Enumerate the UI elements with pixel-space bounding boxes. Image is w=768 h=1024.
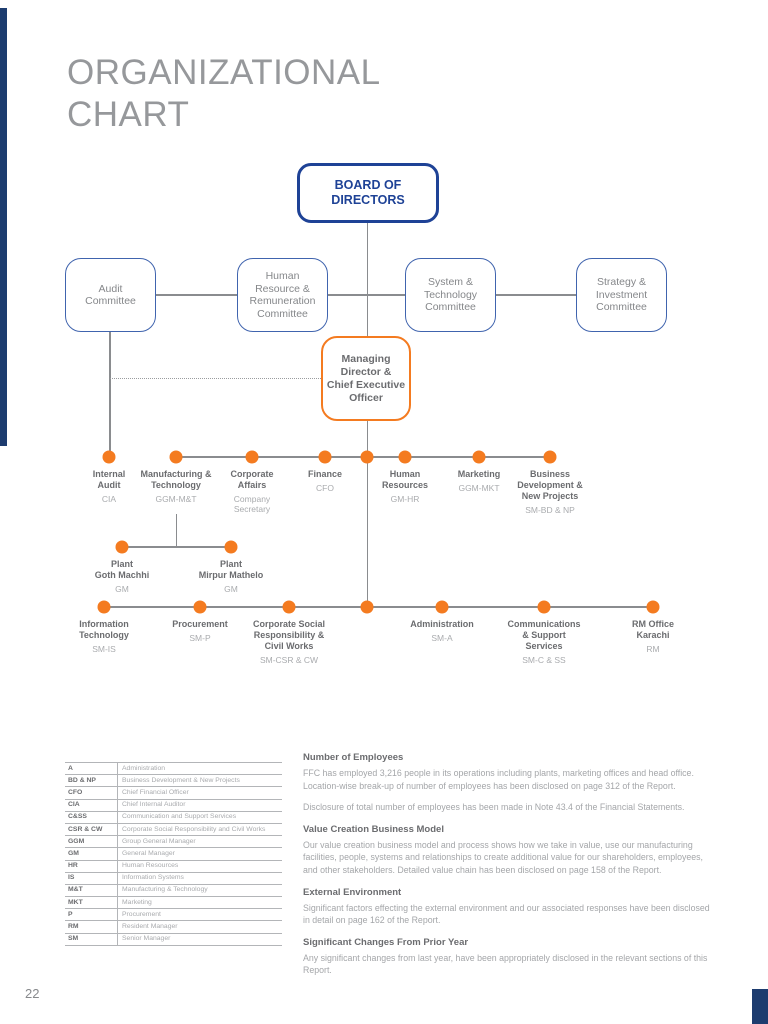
org-node-dot — [472, 450, 486, 464]
org-node-dot — [224, 540, 238, 554]
page-title: ORGANIZATIONAL CHART — [67, 53, 381, 134]
dept-finance: Finance CFO — [307, 469, 342, 493]
dept-corporate-affairs: Corporate Affairs Company Secretary — [230, 469, 274, 514]
org-node-dot — [282, 600, 296, 614]
section-paragraph: Significant factors effecting the extern… — [303, 902, 710, 926]
dept-information-technology: Information Technology SM-IS — [79, 619, 129, 654]
section-paragraph: Our value creation business model and pr… — [303, 839, 703, 875]
connector-audit-to-internal-audit — [109, 332, 111, 457]
narrative-column: Number of Employees FFC has employed 3,2… — [303, 752, 717, 986]
dept-csr-civil-works: Corporate Social Responsibility & Civil … — [252, 619, 326, 665]
dept-administration: Administration SM-A — [410, 619, 474, 643]
dept-manufacturing-technology: Manufacturing & Technology GGM-M&T — [140, 469, 212, 504]
org-node-dot — [97, 600, 111, 614]
org-node-dot — [646, 600, 660, 614]
dept-procurement: Procurement SM-P — [172, 619, 228, 643]
dept-communications-support: Communications & Support Services SM-C &… — [507, 619, 581, 665]
org-junction-dot — [360, 600, 374, 614]
section-paragraph: Any significant changes from last year, … — [303, 952, 708, 976]
dotted-connector-md-audit — [110, 378, 321, 379]
section-paragraph: Disclosure of total number of employees … — [303, 802, 685, 813]
connector-committee-1-2 — [156, 294, 237, 296]
hr-remuneration-committee-box: Human Resource & Remuneration Committee — [237, 258, 328, 332]
audit-committee-box: Audit Committee — [65, 258, 156, 332]
section-heading: Number of Employees — [303, 752, 404, 763]
org-node-dot — [169, 450, 183, 464]
board-of-directors-box: BOARD OF DIRECTORS — [297, 163, 439, 223]
dept-internal-audit: Internal Audit CIA — [92, 469, 126, 504]
dept-marketing: Marketing GGM-MKT — [457, 469, 501, 493]
md-ceo-box: Managing Director & Chief Executive Offi… — [321, 336, 411, 421]
org-junction-dot — [360, 450, 374, 464]
section-heading: External Environment — [303, 886, 402, 898]
org-node-dot — [543, 450, 557, 464]
dept-human-resources: Human Resources GM-HR — [381, 469, 429, 504]
dept-plant-mirpur-mathelo: Plant Mirpur Mathelo GM — [198, 559, 264, 594]
connector-committee-2-3 — [328, 294, 405, 296]
plant-stem-line — [175, 514, 177, 547]
org-node-dot — [193, 600, 207, 614]
system-technology-committee-box: System & Technology Committee — [405, 258, 496, 332]
org-node-dot — [102, 450, 116, 464]
connector-committee-3-4 — [496, 294, 576, 296]
bottom-right-accent — [752, 989, 768, 1024]
left-accent-bar — [0, 8, 7, 446]
org-node-dot — [398, 450, 412, 464]
row2-line — [104, 606, 653, 608]
dept-rm-office-karachi: RM Office Karachi RM — [631, 619, 674, 654]
connector-row1-to-row2 — [366, 457, 368, 607]
org-node-dot — [115, 540, 129, 554]
section-heading: Value Creation Business Model — [303, 823, 444, 835]
page-number: 22 — [25, 986, 40, 1001]
dept-business-development: Business Development & New Projects SM-B… — [517, 469, 583, 515]
org-node-dot — [435, 600, 449, 614]
connector-md-to-row1 — [366, 421, 368, 457]
connector-board-to-md — [366, 223, 368, 336]
strategy-investment-committee-box: Strategy & Investment Committee — [576, 258, 667, 332]
org-node-dot — [537, 600, 551, 614]
dept-plant-goth-machhi: Plant Goth Machhi GM — [94, 559, 150, 594]
section-heading: Significant Changes From Prior Year — [303, 936, 469, 948]
section-paragraph: FFC has employed 3,216 people in its ope… — [303, 768, 694, 791]
plant-line — [122, 546, 231, 548]
org-node-dot — [318, 450, 332, 464]
org-node-dot — [245, 450, 259, 464]
